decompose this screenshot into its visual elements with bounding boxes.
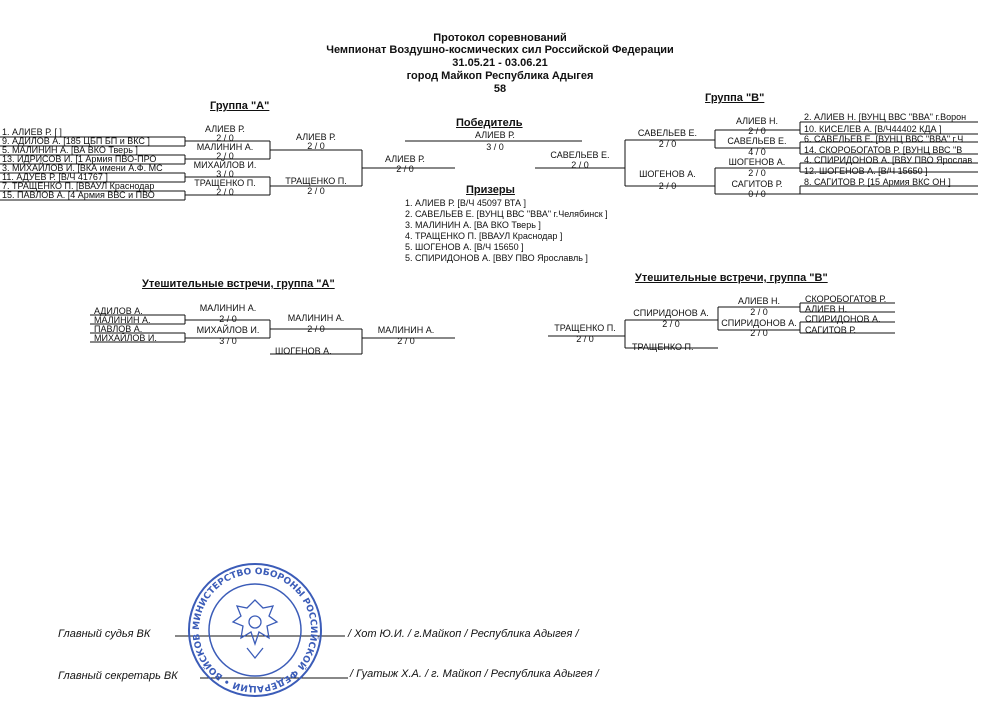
group-b-r1-score: 2 / 0 xyxy=(748,126,766,136)
group-b-r1-name: САВЕЛЬЕВ Е. xyxy=(727,136,787,146)
consol-b-r2-score: 2 / 0 xyxy=(662,319,680,329)
consol-b-r1-name: АЛИЕВ Н. xyxy=(737,296,781,306)
winner-name: АЛИЕВ Р. xyxy=(475,130,515,140)
group-a-r2-score: 2 / 0 xyxy=(307,141,325,151)
consol-a-r1-score: 2 / 0 xyxy=(219,314,237,324)
championship-title: Чемпионат Воздушно-космических сил Росси… xyxy=(326,44,674,56)
group-a-r1-score: 2 / 0 xyxy=(216,151,234,161)
consol-b-entrant: СКОРОБОГАТОВ Р. xyxy=(805,294,887,304)
group-b-r1-score: 0 / 0 xyxy=(748,189,766,199)
consol-b-entrant: АЛИЕВ Н. xyxy=(805,304,848,314)
chief-judge-label: Главный судья ВК xyxy=(58,628,151,640)
consol-a-r2-name: МАЛИНИН А. xyxy=(287,313,345,323)
consol-b-r1-score: 2 / 0 xyxy=(750,328,768,338)
group-a-r1-score: 2 / 0 xyxy=(216,187,234,197)
group-a-entrant: 9. АДИЛОВ А. [185 ЦБП БП и ВКС ] xyxy=(2,136,150,146)
group-b-r2-name: САВЕЛЬЕВ Е. xyxy=(637,128,698,138)
group-a-title: Группа "А" xyxy=(210,100,270,112)
group-a-entrant: 5. МАЛИНИН А. [ВА ВКО Тверь ] xyxy=(2,145,138,155)
group-b-entrant: 4. СПИРИДОНОВ А. [ВВУ ПВО Ярослав xyxy=(804,155,973,165)
consol-b-opponent: ТРАЩЕНКО П. xyxy=(632,342,694,352)
prize-item: 4. ТРАЩЕНКО П. [ВВАУЛ Краснодар ] xyxy=(405,231,563,241)
group-b-entrant: 14. СКОРОБОГАТОВ Р. [ВУНЦ ВВС "В xyxy=(804,145,963,155)
group-a-r1-name: АЛИЕВ Р. xyxy=(205,124,245,134)
group-b-r2-name: ШОГЕНОВ А. xyxy=(639,169,696,179)
group-a-r1-name: МИХАЙЛОВ И. xyxy=(193,160,257,170)
group-a-final-score: 2 / 0 xyxy=(396,164,414,174)
group-b-r1-score: 4 / 0 xyxy=(748,147,766,157)
prize-item: 3. МАЛИНИН А. [ВА ВКО Тверь ] xyxy=(405,220,541,230)
consol-a-entrant: МИХАЙЛОВ И. xyxy=(94,333,157,343)
consol-b-r1-name: СПИРИДОНОВ А. xyxy=(721,318,797,328)
consol-b-title: Утешительные встречи, группа "В" xyxy=(635,272,828,284)
consol-a-final-name: МАЛИНИН А. xyxy=(377,325,435,335)
winner-score: 3 / 0 xyxy=(486,142,504,152)
group-a-r1-score: 2 / 0 xyxy=(216,133,234,143)
group-b-r1-name: ШОГЕНОВ А. xyxy=(728,157,786,167)
group-a-r1-score: 3 / 0 xyxy=(216,169,234,179)
consol-b-r1-score: 2 / 0 xyxy=(750,307,768,317)
group-a-r2-name: ТРАЩЕНКО П. xyxy=(285,176,347,186)
consol-a-r1-name: МИХАЙЛОВ И. xyxy=(196,325,260,335)
prize-item: 1. АЛИЕВ Р. [В/Ч 45097 ВТА ] xyxy=(405,198,527,208)
group-a-entrant: 3. МИХАЙЛОВ И. [ВКА имени А.Ф. МС xyxy=(2,163,163,173)
consol-b-entrant: САГИТОВ Р. xyxy=(805,325,857,335)
consol-a-title: Утешительные встречи, группа "А" xyxy=(142,278,335,290)
consol-a-r2-score: 2 / 0 xyxy=(307,324,325,334)
prize-item: 5. СПИРИДОНОВ А. [ВВУ ПВО Ярославль ] xyxy=(405,253,588,263)
group-a-entrant: 1. АЛИЕВ Р. [ ] xyxy=(2,127,62,137)
prizes-title: Призеры xyxy=(466,184,515,196)
chief-judge-value: / Хот Ю.И. / г.Майкоп / Республика Адыге… xyxy=(348,628,579,640)
group-a-entrant: 15. ПАВЛОВ А. [4 Армия ВВС и ПВО xyxy=(2,190,155,200)
consol-a-opponent: ШОГЕНОВ А. xyxy=(275,346,332,356)
chief-secretary-label: Главный секретарь ВК xyxy=(58,670,178,682)
consol-b-final-score: 2 / 0 xyxy=(576,334,594,344)
consol-b-final-name: ТРАЩЕНКО П. xyxy=(554,323,616,333)
consol-a-entrant: МАЛИНИН А. xyxy=(94,315,151,325)
consol-a-final-score: 2 / 0 xyxy=(397,336,415,346)
weight-class: 58 xyxy=(493,83,507,95)
group-b-final-name: САВЕЛЬЕВ Е. xyxy=(550,150,610,160)
group-b-r1-name: АЛИЕВ Н. xyxy=(735,116,779,126)
group-a-r2-score: 2 / 0 xyxy=(307,186,325,196)
group-a-final-name: АЛИЕВ Р. xyxy=(385,154,425,164)
group-a-entrant: 11. АДУЕВ Р. [В/Ч 41767 ] xyxy=(2,172,108,182)
group-b-r1-score: 2 / 0 xyxy=(748,168,766,178)
consol-a-r1-name: МАЛИНИН А. xyxy=(199,303,257,313)
group-b-entrant: 8. САГИТОВ Р. [15 Армия ВКС ОН ] xyxy=(804,177,951,187)
consol-a-r1-score: 3 / 0 xyxy=(219,336,237,346)
group-b-final-score: 2 / 0 xyxy=(571,160,589,170)
date-range: 31.05.21 - 03.06.21 xyxy=(452,57,548,69)
group-b-entrant: 2. АЛИЕВ Н. [ВУНЦ ВВС "ВВА" г.Ворон xyxy=(804,112,967,122)
protocol-title: Протокол соревнований xyxy=(433,32,567,44)
group-b-r2-score: 2 / 0 xyxy=(658,181,677,191)
prize-item: 5. ШОГЕНОВ А. [В/Ч 15650 ] xyxy=(405,242,524,252)
location: город Майкоп Республика Адыгея xyxy=(406,70,594,82)
group-b-r2-score: 2 / 0 xyxy=(658,139,677,149)
winner-title: Победитель xyxy=(456,117,523,129)
group-b-entrant: 6. САВЕЛЬЕВ Е. [ВУНЦ ВВС "ВВА" г.Ч xyxy=(804,134,964,144)
chief-secretary-value: / Гуатыж Х.А. / г. Майкоп / Республика А… xyxy=(350,668,599,680)
group-a-r2-name: АЛИЕВ Р. xyxy=(296,132,336,142)
group-b-r1-name: САГИТОВ Р. xyxy=(731,179,783,189)
consol-b-r2-name: СПИРИДОНОВ А. xyxy=(633,308,709,318)
group-b-entrant: 10. КИСЕЛЕВ А. [В/Ч44402 КДА ] xyxy=(804,124,942,134)
prize-item: 2. САВЕЛЬЕВ Е. [ВУНЦ ВВС "ВВА" г.Челябин… xyxy=(405,209,608,219)
group-a-entrant: 7. ТРАЩЕНКО П. [ВВАУЛ Краснодар xyxy=(2,181,155,191)
consol-b-entrant: СПИРИДОНОВ А. xyxy=(805,314,881,324)
group-a-entrant: 13. ИДРИСОВ И. [1 Армия ПВО-ПРО xyxy=(2,154,157,164)
group-b-entrant: 12. ШОГЕНОВ А. [В/Ч 15650 ] xyxy=(804,166,928,176)
group-a-r1-name: МАЛИНИН А. xyxy=(196,142,254,152)
official-seal: МИНИСТЕРСТВО ОБОРОНЫ РОССИЙСКОЙ ФЕДЕРАЦИ… xyxy=(185,560,322,697)
consol-a-entrant: ПАВЛОВ А. xyxy=(94,324,143,334)
group-b-title: Группа "В" xyxy=(705,92,765,104)
consol-a-entrant: АДИЛОВ А. xyxy=(94,306,143,316)
group-a-r1-name: ТРАЩЕНКО П. xyxy=(194,178,256,188)
